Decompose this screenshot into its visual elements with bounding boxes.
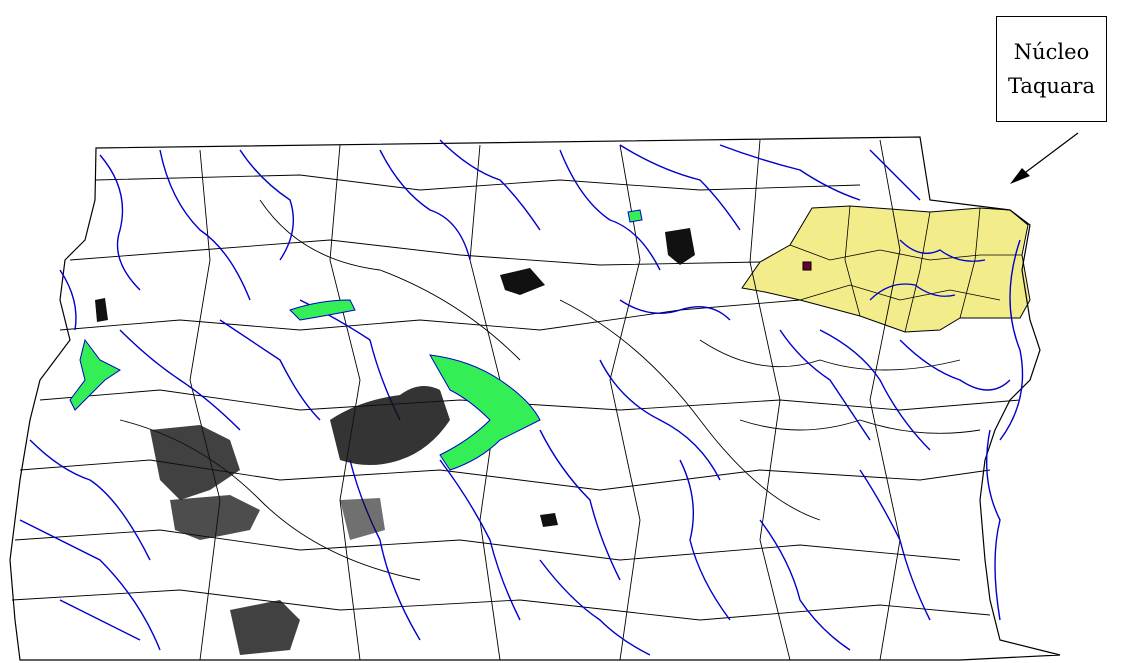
- rivers: [19, 139, 1024, 656]
- callout-arrow: [1010, 132, 1079, 184]
- callout-line-1: Núcleo: [1013, 40, 1090, 64]
- taquara-inner-lines: [789, 205, 1022, 333]
- green-areas: [69, 209, 643, 471]
- callout-label-box: Núcleo Taquara: [996, 16, 1107, 122]
- callout-line-2: Taquara: [1008, 74, 1095, 98]
- taquara-region: [741, 205, 1031, 333]
- urban-areas: [95, 228, 695, 655]
- municipal-boundary: [9, 136, 1061, 661]
- taquara-marker: [802, 261, 812, 271]
- taquara-rivers: [869, 239, 986, 301]
